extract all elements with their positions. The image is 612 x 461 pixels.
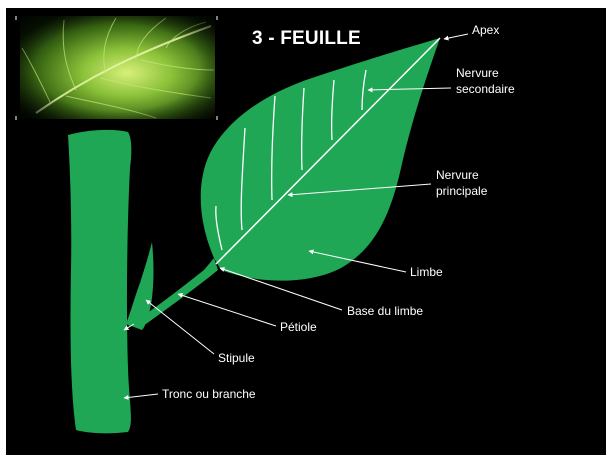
leaf-diagram: [6, 8, 606, 455]
page-title: 3 - FEUILLE: [252, 28, 361, 50]
label-nervure-principale-2: principale: [436, 183, 487, 199]
label-limbe: Limbe: [410, 264, 443, 280]
label-nervure-secondaire-2: secondaire: [456, 81, 515, 97]
label-nervure-secondaire-1: Nervure: [456, 65, 499, 81]
label-petiole: Pétiole: [280, 319, 317, 335]
label-stipule: Stipule: [218, 350, 255, 366]
leaf-photo: [16, 16, 217, 120]
label-nervure-principale-1: Nervure: [436, 167, 479, 183]
trunk-shape: [68, 130, 131, 433]
label-apex: Apex: [472, 22, 499, 38]
label-base-du-limbe: Base du limbe: [347, 303, 423, 319]
slide-canvas: 3 - FEUILLE Apex Nervure secondaire Nerv…: [6, 8, 606, 455]
label-tronc: Tronc ou branche: [162, 386, 256, 402]
